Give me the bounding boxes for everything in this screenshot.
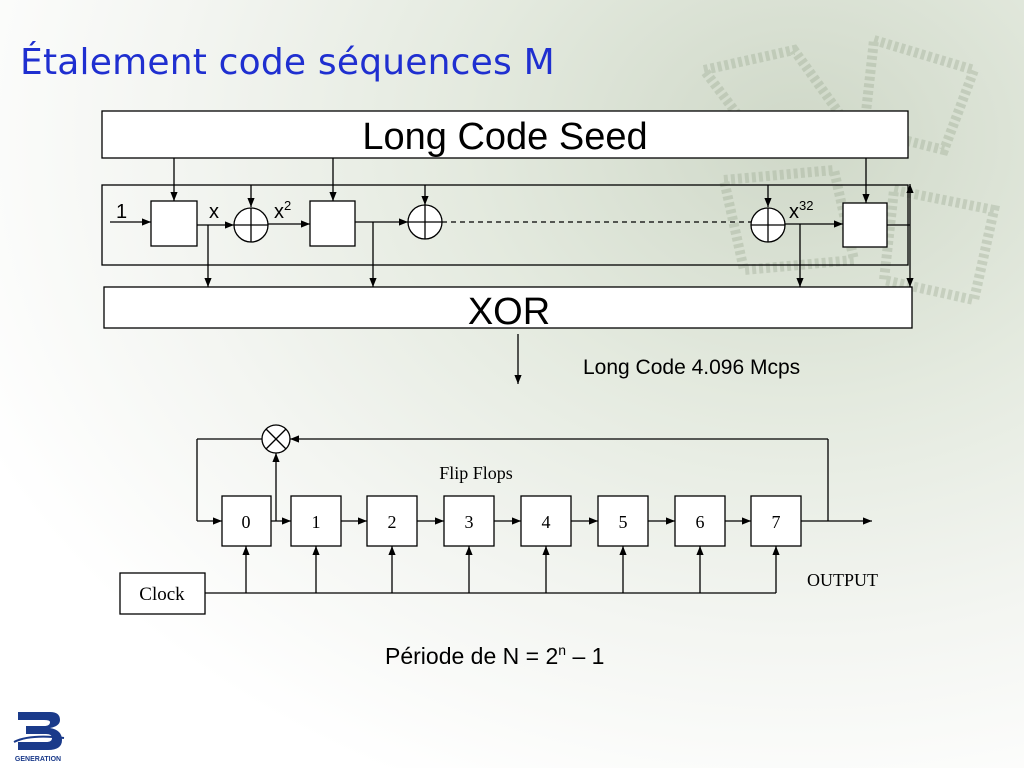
long-code-seed-label: Long Code Seed <box>362 116 647 158</box>
adder-2 <box>407 204 443 240</box>
flip-flop-label-4: 4 <box>542 512 551 532</box>
flip-flops-label: Flip Flops <box>439 463 513 483</box>
flip-flop-4 <box>520 495 572 547</box>
flip-flop-label-3: 3 <box>465 512 474 532</box>
clock-box <box>119 572 206 615</box>
flip-flop-label-2: 2 <box>388 512 397 532</box>
output-label: OUTPUT <box>807 570 878 590</box>
flip-flop-label-6: 6 <box>696 512 705 532</box>
register-cell-32 <box>842 202 888 248</box>
tap-label-x32: x32 <box>789 198 813 223</box>
tap-label-one: 1 <box>116 201 127 223</box>
slide-title: Étalement code séquences M <box>20 42 555 83</box>
flip-flop-label-0: 0 <box>242 512 251 532</box>
long-code-seed-box <box>101 110 909 159</box>
period-formula: Période de N = 2n – 1 <box>385 642 604 669</box>
register-cell-1 <box>150 200 198 247</box>
flip-flop-label-7: 7 <box>772 512 781 532</box>
adder-1 <box>233 207 269 243</box>
tap-label-x2: x2 <box>274 198 291 223</box>
3g-generation-logo-icon: GENERATION <box>13 712 65 763</box>
flip-flop-label-1: 1 <box>312 512 321 532</box>
xor-box <box>103 286 913 329</box>
long-code-output-caption: Long Code 4.096 Mcps <box>583 356 800 379</box>
tap-label-x: x <box>209 201 219 223</box>
multiplier-node <box>261 424 291 454</box>
register-cell-2 <box>309 200 356 247</box>
flip-flop-5 <box>597 495 649 547</box>
clock-label: Clock <box>139 584 185 605</box>
flip-flop-label-5: 5 <box>619 512 628 532</box>
adder-32 <box>750 207 786 243</box>
logo-text: GENERATION <box>15 756 61 763</box>
xor-label: XOR <box>468 291 550 333</box>
